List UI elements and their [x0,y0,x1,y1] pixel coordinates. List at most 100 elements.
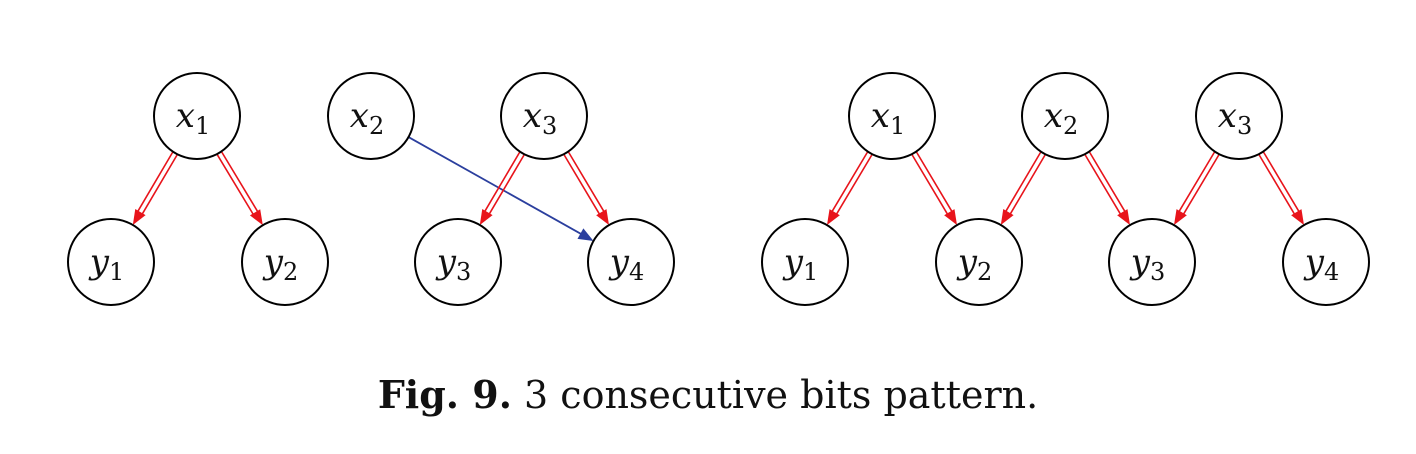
double-arrow-line [216,153,256,217]
edge-R-x2-to-R-y3 [1084,151,1130,226]
node-circle [1282,218,1370,306]
arrowhead [1000,208,1014,225]
node-y2: y2 [935,218,1023,306]
node-subscript: 1 [195,112,210,140]
node-x1: x1 [848,72,936,160]
node-y4: y4 [587,218,675,306]
node-label: y1 [88,242,125,286]
node-circle [414,218,502,306]
node-label: y3 [435,242,472,286]
arrowhead [827,209,840,226]
node-variable: y [608,242,630,282]
node-subscript: 2 [977,258,992,286]
node-y3: y3 [414,218,502,306]
node-variable: y [435,242,457,282]
caption-text: 3 consecutive bits pattern. [524,373,1039,417]
node-circle [1195,72,1283,160]
double-arrow-line [220,151,260,214]
double-arrow-line [482,151,521,214]
node-subscript: 3 [1150,258,1165,286]
node-circle [848,72,936,160]
edge-L-x1-to-L-y2 [216,151,263,226]
double-arrow-line [1262,151,1301,214]
arrowhead [479,208,493,225]
node-subscript: 3 [542,112,557,140]
node-variable: y [1303,242,1325,282]
arrowhead [944,209,957,226]
node-circle [241,218,329,306]
node-label: x2 [1044,96,1078,140]
node-label: x1 [871,96,905,140]
node-variable: x [1218,96,1237,136]
node-variable: y [782,242,804,282]
node-circle [500,72,588,160]
arrowhead [1174,209,1187,226]
arrowhead [132,208,146,225]
edges-layer [132,136,1304,241]
node-y2: y2 [241,218,329,306]
double-arrow-line [567,151,606,214]
node-label: y1 [782,242,819,286]
node-label: y4 [1303,242,1340,286]
arrowhead [1291,209,1304,226]
node-circle [761,218,849,306]
node-y1: y1 [67,218,155,306]
node-circle [587,218,675,306]
node-variable: x [1044,96,1063,136]
node-x3: x3 [1195,72,1283,160]
double-arrow-line [563,153,602,217]
edge-R-x1-to-R-y2 [911,151,957,226]
node-subscript: 3 [456,258,471,286]
node-variable: x [871,96,890,136]
node-label: x2 [350,96,384,140]
double-arrow-line [1181,153,1220,217]
node-variable: y [1129,242,1151,282]
double-arrow-line [1088,151,1127,214]
node-subscript: 4 [629,258,644,286]
node-label: x3 [523,96,557,140]
double-arrow-line [135,151,174,214]
edge-R-x2-to-R-y2 [1000,151,1047,225]
node-subscript: 2 [283,258,298,286]
node-variable: y [88,242,110,282]
double-arrow-line [1258,153,1297,217]
double-arrow-line [915,151,954,214]
node-variable: y [262,242,284,282]
node-circle [1021,72,1109,160]
node-subscript: 2 [1063,112,1078,140]
node-subscript: 1 [803,258,818,286]
caption-label: Fig. 9. [377,372,512,417]
node-subscript: 4 [1324,258,1339,286]
edge-L-x3-to-L-y4 [563,151,609,226]
node-circle [935,218,1023,306]
node-subscript: 1 [109,258,124,286]
node-x2: x2 [327,72,415,160]
edge-R-x3-to-R-y3 [1174,151,1220,226]
node-circle [327,72,415,160]
double-arrow-line [1084,153,1123,217]
node-x3: x3 [500,72,588,160]
node-circle [67,218,155,306]
node-label: x3 [1218,96,1252,140]
node-subscript: 1 [890,112,905,140]
node-label: y3 [1129,242,1166,286]
double-arrow-line [1177,151,1216,214]
node-label: x1 [176,96,210,140]
edge-R-x3-to-R-y4 [1258,151,1304,226]
arrowhead [596,209,609,226]
arrowhead [1117,209,1130,226]
node-variable: x [176,96,195,136]
node-subscript: 3 [1237,112,1252,140]
figure-caption: Fig. 9. 3 consecutive bits pattern. [0,372,1416,417]
arrowhead [577,228,594,241]
double-arrow-line [487,153,526,217]
node-y1: y1 [761,218,849,306]
edge-R-x1-to-R-y1 [827,151,873,226]
node-variable: y [956,242,978,282]
node-label: y2 [262,242,299,286]
double-arrow-line [911,153,950,217]
node-variable: x [523,96,542,136]
node-label: y2 [956,242,993,286]
